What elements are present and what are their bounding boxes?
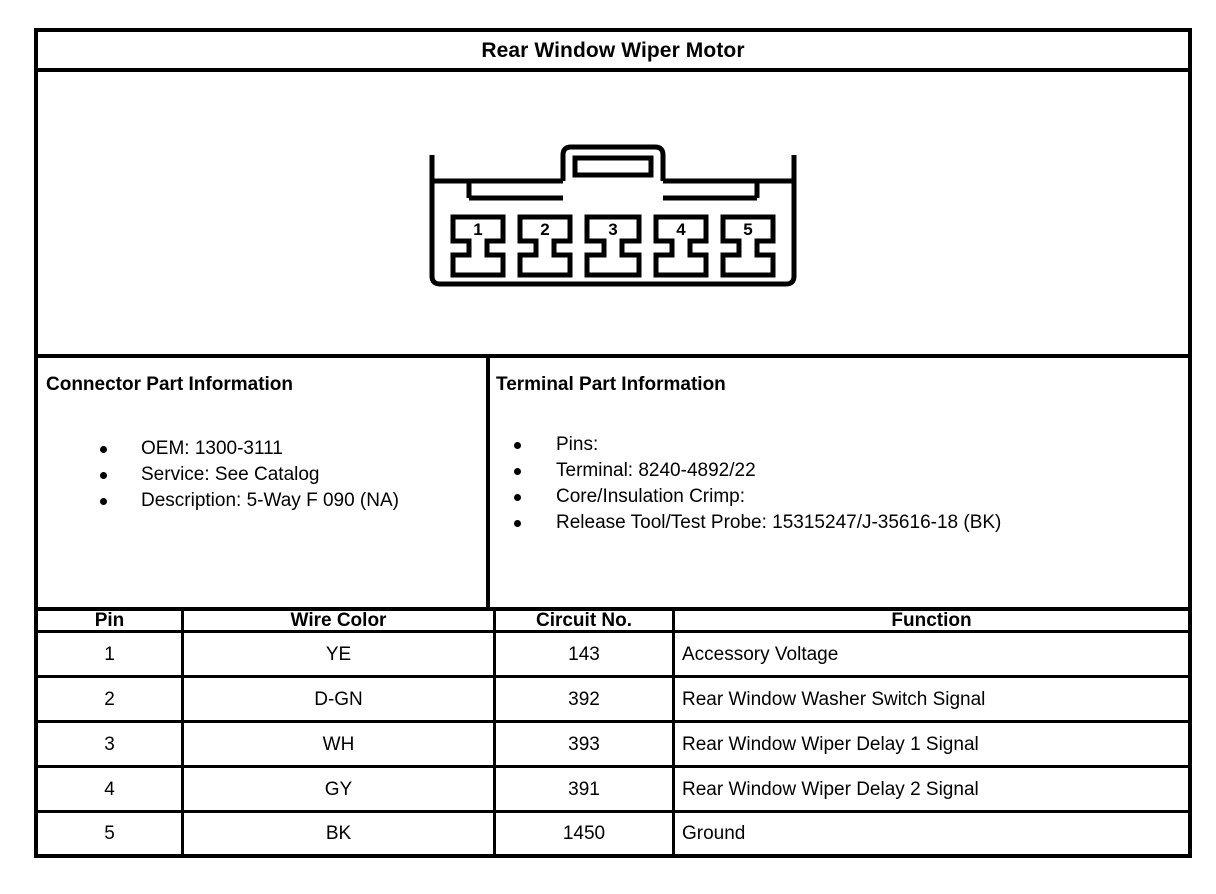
table-row: 2 D-GN 392 Rear Window Washer Switch Sig… (38, 675, 1188, 724)
bullet-icon (514, 519, 521, 527)
list-item-label: OEM: 1300-3111 (141, 437, 283, 459)
cell-circuit-no: 1450 (493, 810, 675, 854)
cavity-number-2: 2 (540, 220, 549, 239)
table-row: 3 WH 393 Rear Window Wiper Delay 1 Signa… (38, 720, 1188, 769)
column-header-wire-color: Wire Color (181, 611, 496, 633)
list-item-label: Core/Insulation Crimp: (556, 485, 746, 507)
part-information-panels: Connector Part Information OEM: 1300-311… (38, 358, 1188, 611)
cell-circuit-no: 391 (493, 765, 675, 814)
cell-circuit-no: 143 (493, 629, 675, 679)
cell-function: Ground (672, 810, 1188, 854)
connector-part-information-list: OEM: 1300-3111 Service: See Catalog Desc… (38, 436, 486, 514)
cell-pin: 3 (38, 720, 184, 769)
cavity-number-1: 1 (473, 220, 482, 239)
cell-function: Rear Window Wiper Delay 1 Signal (672, 720, 1188, 769)
table-row: 4 GY 391 Rear Window Wiper Delay 2 Signa… (38, 765, 1188, 814)
list-item: Terminal: 8240-4892/22 (490, 458, 1188, 484)
list-item: Core/Insulation Crimp: (490, 484, 1188, 510)
list-item-label: Pins: (556, 433, 599, 455)
bullet-icon (100, 497, 107, 505)
cell-function: Rear Window Washer Switch Signal (672, 675, 1188, 724)
cell-pin: 2 (38, 675, 184, 724)
list-item: Service: See Catalog (38, 462, 486, 488)
list-item-label: Release Tool/Test Probe: 15315247/J-3561… (556, 511, 1002, 533)
connector-end-view-icon: 1 2 3 4 5 (38, 72, 1188, 354)
cell-wire-color: BK (181, 810, 496, 854)
cell-pin: 1 (38, 629, 184, 679)
cavity-number-3: 3 (608, 220, 617, 239)
bullet-icon (514, 467, 521, 475)
list-item: Description: 5-Way F 090 (NA) (38, 488, 486, 514)
terminal-part-information-heading: Terminal Part Information (496, 374, 726, 395)
cell-function: Accessory Voltage (672, 629, 1188, 679)
cell-circuit-no: 393 (493, 720, 675, 769)
cell-wire-color: GY (181, 765, 496, 814)
bullet-icon (100, 471, 107, 479)
cell-pin: 5 (38, 810, 184, 854)
pinout-table-container: Pin Wire Color Circuit No. Function 1 YE… (38, 611, 1188, 854)
bullet-icon (514, 441, 521, 449)
bullet-icon (514, 493, 521, 501)
column-header-circuit-no: Circuit No. (493, 611, 675, 633)
connector-part-information-panel: Connector Part Information OEM: 1300-311… (38, 358, 490, 607)
cavity-number-4: 4 (676, 220, 686, 239)
connector-part-information-heading: Connector Part Information (46, 374, 294, 395)
cell-function: Rear Window Wiper Delay 2 Signal (672, 765, 1188, 814)
terminal-part-information-panel: Terminal Part Information Pins: Terminal… (490, 358, 1188, 607)
list-item: Pins: (490, 432, 1188, 458)
pinout-table: Pin Wire Color Circuit No. Function 1 YE… (38, 611, 1188, 854)
list-item-label: Service: See Catalog (141, 463, 320, 485)
cell-pin: 4 (38, 765, 184, 814)
cell-circuit-no: 392 (493, 675, 675, 724)
list-item-label: Description: 5-Way F 090 (NA) (141, 489, 399, 511)
connector-diagram-panel: 1 2 3 4 5 (38, 72, 1188, 358)
document-title-bar: Rear Window Wiper Motor (38, 32, 1188, 72)
bullet-icon (100, 445, 107, 453)
cavity-number-5: 5 (743, 220, 752, 239)
cell-wire-color: YE (181, 629, 496, 679)
table-header-row: Pin Wire Color Circuit No. Function (38, 611, 1188, 633)
list-item-label: Terminal: 8240-4892/22 (556, 459, 756, 481)
list-item: Release Tool/Test Probe: 15315247/J-3561… (490, 510, 1188, 536)
table-row: 1 YE 143 Accessory Voltage (38, 629, 1188, 679)
terminal-part-information-list: Pins: Terminal: 8240-4892/22 Core/Insula… (490, 432, 1188, 536)
cell-wire-color: D-GN (181, 675, 496, 724)
column-header-pin: Pin (38, 611, 184, 633)
column-header-function: Function (672, 611, 1188, 633)
document-frame: Rear Window Wiper Motor (34, 28, 1192, 858)
list-item: OEM: 1300-3111 (38, 436, 486, 462)
page-title: Rear Window Wiper Motor (481, 38, 745, 62)
cell-wire-color: WH (181, 720, 496, 769)
table-row: 5 BK 1450 Ground (38, 810, 1188, 854)
